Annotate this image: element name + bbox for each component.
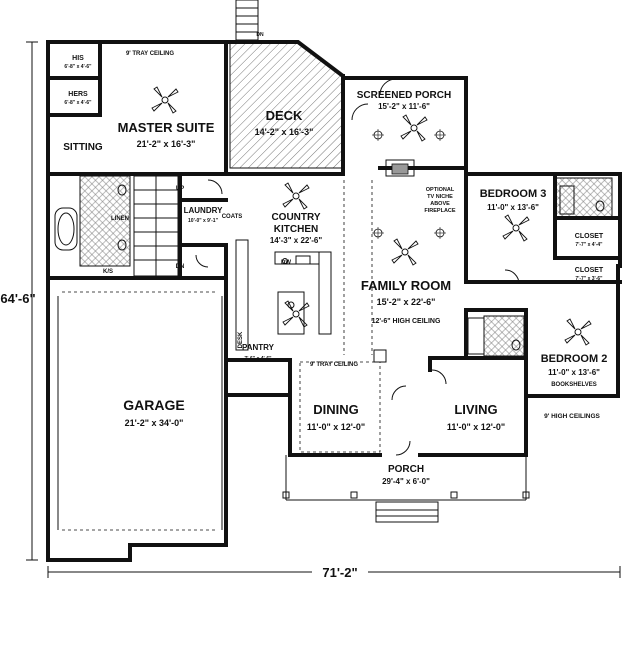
bedroom2-dim: 11'-0" x 13'-6" — [548, 368, 600, 377]
hers-closet-dim: 6'-8" x 4'-6" — [64, 100, 92, 106]
laundry-dim: 10'-0" x 9'-1" — [188, 218, 219, 224]
linen-label: LINEN — [111, 216, 129, 222]
porch-structure — [282, 455, 530, 523]
deck-dim: 14'-2" x 16'-3" — [255, 127, 314, 137]
screened-porch-name: SCREENED PORCH — [357, 90, 451, 101]
bedroom3-dim: 11'-0" x 13'-6" — [487, 203, 539, 212]
kitchen-name-1: COUNTRY — [271, 212, 320, 223]
overall-height-label: 64'-6" — [0, 291, 35, 306]
family-room-name: FAMILY ROOM — [361, 278, 451, 293]
family-ceiling-note: 12'-6" HIGH CEILING — [372, 318, 441, 325]
master-bath-tile — [79, 175, 131, 267]
coats-label: COATS — [222, 214, 243, 220]
bath3-tile — [555, 177, 613, 219]
bookshelves-label: BOOKSHELVES — [551, 382, 597, 388]
desk-label: DESK — [238, 331, 244, 348]
stairs-dn-label: DN — [176, 264, 185, 270]
living-dim: 11'-0" x 12'-0" — [447, 422, 505, 432]
pantry-name: PANTRY — [242, 343, 275, 352]
living-name: LIVING — [454, 402, 497, 417]
chimney: DN — [235, 0, 264, 41]
doors — [195, 78, 520, 456]
kitchen-dim: 14'-3" x 22'-6" — [270, 236, 323, 245]
closet1-name: CLOSET — [575, 233, 604, 240]
hers-closet-name: HERS — [68, 91, 88, 98]
his-closet-dim: 6'-8" x 4'-6" — [64, 64, 92, 70]
garage-name: GARAGE — [123, 397, 184, 413]
stairs-up-label: UP — [176, 186, 184, 192]
master-suite-name: MASTER SUITE — [118, 120, 215, 135]
chimney-dn-label: DN — [256, 32, 264, 38]
kitchen-name-2: KITCHEN — [274, 224, 318, 235]
dining-tray-label: 9' TRAY CEILING — [310, 362, 358, 368]
height-dim-bg — [0, 290, 30, 306]
kitchen-counters — [235, 239, 332, 351]
ks-label: K/S — [103, 269, 113, 275]
high-ceilings-note: 9' HIGH CEILINGS — [544, 413, 600, 420]
deck-name: DECK — [266, 108, 303, 123]
master-tray-label: 9' TRAY CEILING — [126, 51, 174, 57]
family-room-dim: 15'-2" x 22'-6" — [377, 297, 436, 307]
fireplace-note-1: OPTIONAL — [426, 187, 455, 193]
fireplace-note-3: ABOVE — [430, 201, 450, 207]
closet2-name: CLOSET — [575, 267, 604, 274]
dining-name: DINING — [313, 402, 359, 417]
laundry-name: LAUNDRY — [184, 206, 223, 215]
master-suite-dim: 21'-2" x 16'-3" — [137, 139, 196, 149]
sitting-label: SITTING — [63, 142, 103, 153]
width-dim-bg — [312, 565, 368, 579]
porch-dim: 29'-4" x 6'-0" — [382, 477, 430, 486]
stairs — [133, 175, 179, 277]
closet2-dim: 7'-7" x 3'-6" — [575, 276, 603, 282]
fireplace-note-2: TV NICHE — [427, 194, 453, 200]
dining-tray-outline — [299, 361, 381, 453]
dining-dim: 11'-0" x 12'-0" — [307, 422, 365, 432]
dishwasher-label: DW — [281, 260, 291, 266]
his-closet-name: HIS — [72, 55, 84, 62]
garage-dim: 21'-2" x 34'-0" — [125, 418, 184, 428]
bedroom2-name: BEDROOM 2 — [541, 353, 608, 365]
bedroom3-name: BEDROOM 3 — [480, 188, 547, 200]
porch-name: PORCH — [388, 464, 424, 475]
interior-walls — [46, 40, 622, 398]
overall-width-label: 71'-2" — [322, 565, 357, 580]
bath2-tile — [483, 315, 525, 357]
pantry-dim: 7'-6" x 4'-6" — [244, 356, 272, 362]
fireplace — [385, 159, 415, 177]
fireplace-note-4: FIREPLACE — [424, 208, 456, 214]
closet1-dim: 7'-7" x 4'-4" — [575, 242, 603, 248]
bath-fixtures — [54, 184, 605, 355]
screened-porch-dim: 15'-2" x 11'-6" — [378, 102, 430, 111]
